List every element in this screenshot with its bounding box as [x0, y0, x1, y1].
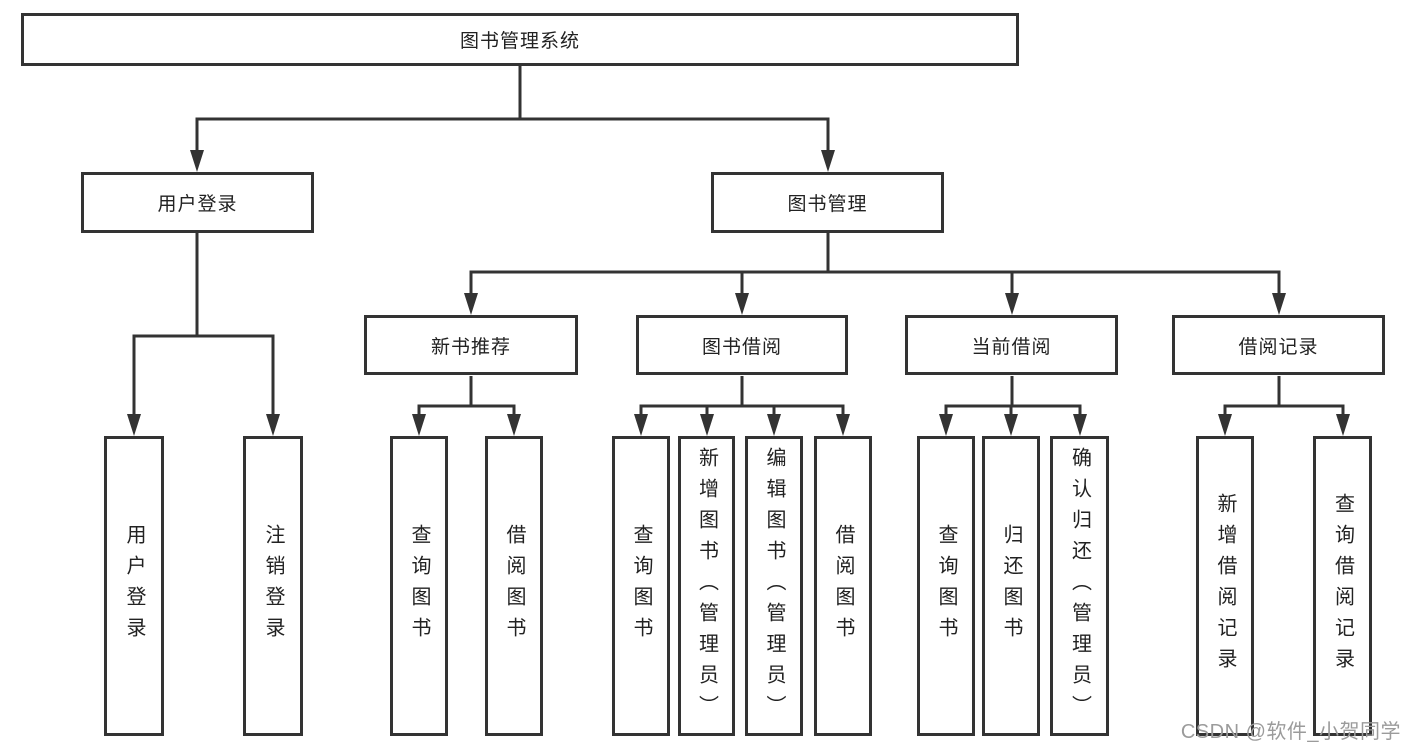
- leaf-label: 用户登录: [123, 524, 145, 648]
- leaf-return-books: 归还图书: [982, 436, 1040, 736]
- node-new-book-recommend: 新书推荐: [364, 315, 578, 375]
- leaf-label: 借阅图书: [832, 524, 854, 648]
- leaf-label: 新增图书（管理员）: [695, 446, 718, 726]
- leaf-label: 查询图书: [630, 524, 652, 648]
- node-borrow-records: 借阅记录: [1172, 315, 1385, 375]
- leaf-label: 查询借阅记录: [1331, 493, 1354, 679]
- leaf-label: 编辑图书（管理员）: [763, 446, 785, 726]
- leaf-borrow-books-recommend: 借阅图书: [485, 436, 543, 736]
- leaf-label: 注销登录: [262, 524, 284, 648]
- csdn-watermark: CSDN @软件_小贺同学: [1180, 721, 1401, 743]
- leaf-add-borrow-record: 新增借阅记录: [1196, 436, 1254, 736]
- leaf-user-login: 用户登录: [104, 436, 164, 736]
- leaf-add-books-admin: 新增图书（管理员）: [678, 436, 735, 736]
- node-library-system: 图书管理系统: [21, 13, 1019, 66]
- leaf-query-borrow-record: 查询借阅记录: [1313, 436, 1372, 736]
- node-book-borrow: 图书借阅: [636, 315, 848, 375]
- leaf-label: 新增借阅记录: [1214, 493, 1236, 679]
- leaf-label: 查询图书: [935, 524, 957, 648]
- leaf-borrow-books: 借阅图书: [814, 436, 872, 736]
- leaf-query-books-borrow: 查询图书: [612, 436, 670, 736]
- node-current-borrow: 当前借阅: [905, 315, 1118, 375]
- leaf-label: 查询图书: [408, 524, 430, 648]
- node-book-management: 图书管理: [711, 172, 944, 233]
- node-user-login: 用户登录: [81, 172, 314, 233]
- leaf-edit-books-admin: 编辑图书（管理员）: [745, 436, 803, 736]
- leaf-confirm-return-admin: 确认归还（管理员）: [1050, 436, 1109, 736]
- leaf-query-books-current: 查询图书: [917, 436, 975, 736]
- arrowheads: [127, 150, 1350, 436]
- leaf-label: 借阅图书: [503, 524, 525, 648]
- leaf-label: 归还图书: [1000, 524, 1022, 648]
- leaf-label: 确认归还（管理员）: [1068, 446, 1091, 726]
- leaf-logout: 注销登录: [243, 436, 303, 736]
- leaf-query-books-recommend: 查询图书: [390, 436, 448, 736]
